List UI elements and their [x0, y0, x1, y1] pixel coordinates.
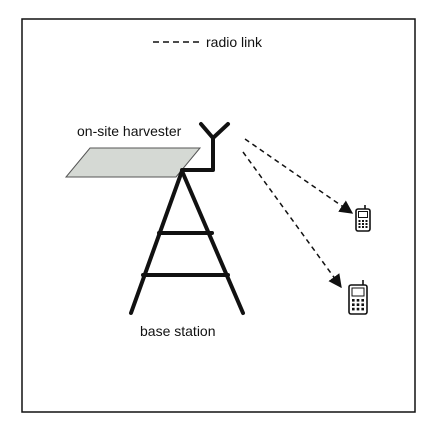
- radio-link-1: [244, 138, 354, 214]
- radio-links: [242, 138, 354, 289]
- antenna-icon: [180, 122, 230, 172]
- harvester-label: on-site harvester: [77, 123, 182, 139]
- mobile-phone-icon: [355, 205, 371, 232]
- legend-label: radio link: [206, 34, 263, 50]
- solar-panel-icon: [64, 147, 202, 178]
- radio-link-2: [242, 151, 342, 289]
- legend: radio link: [153, 34, 263, 50]
- mobile-phone-icon: [348, 280, 368, 315]
- diagram-frame: [21, 18, 416, 413]
- tower-icon: [129, 169, 245, 315]
- base-station-label: base station: [140, 323, 216, 339]
